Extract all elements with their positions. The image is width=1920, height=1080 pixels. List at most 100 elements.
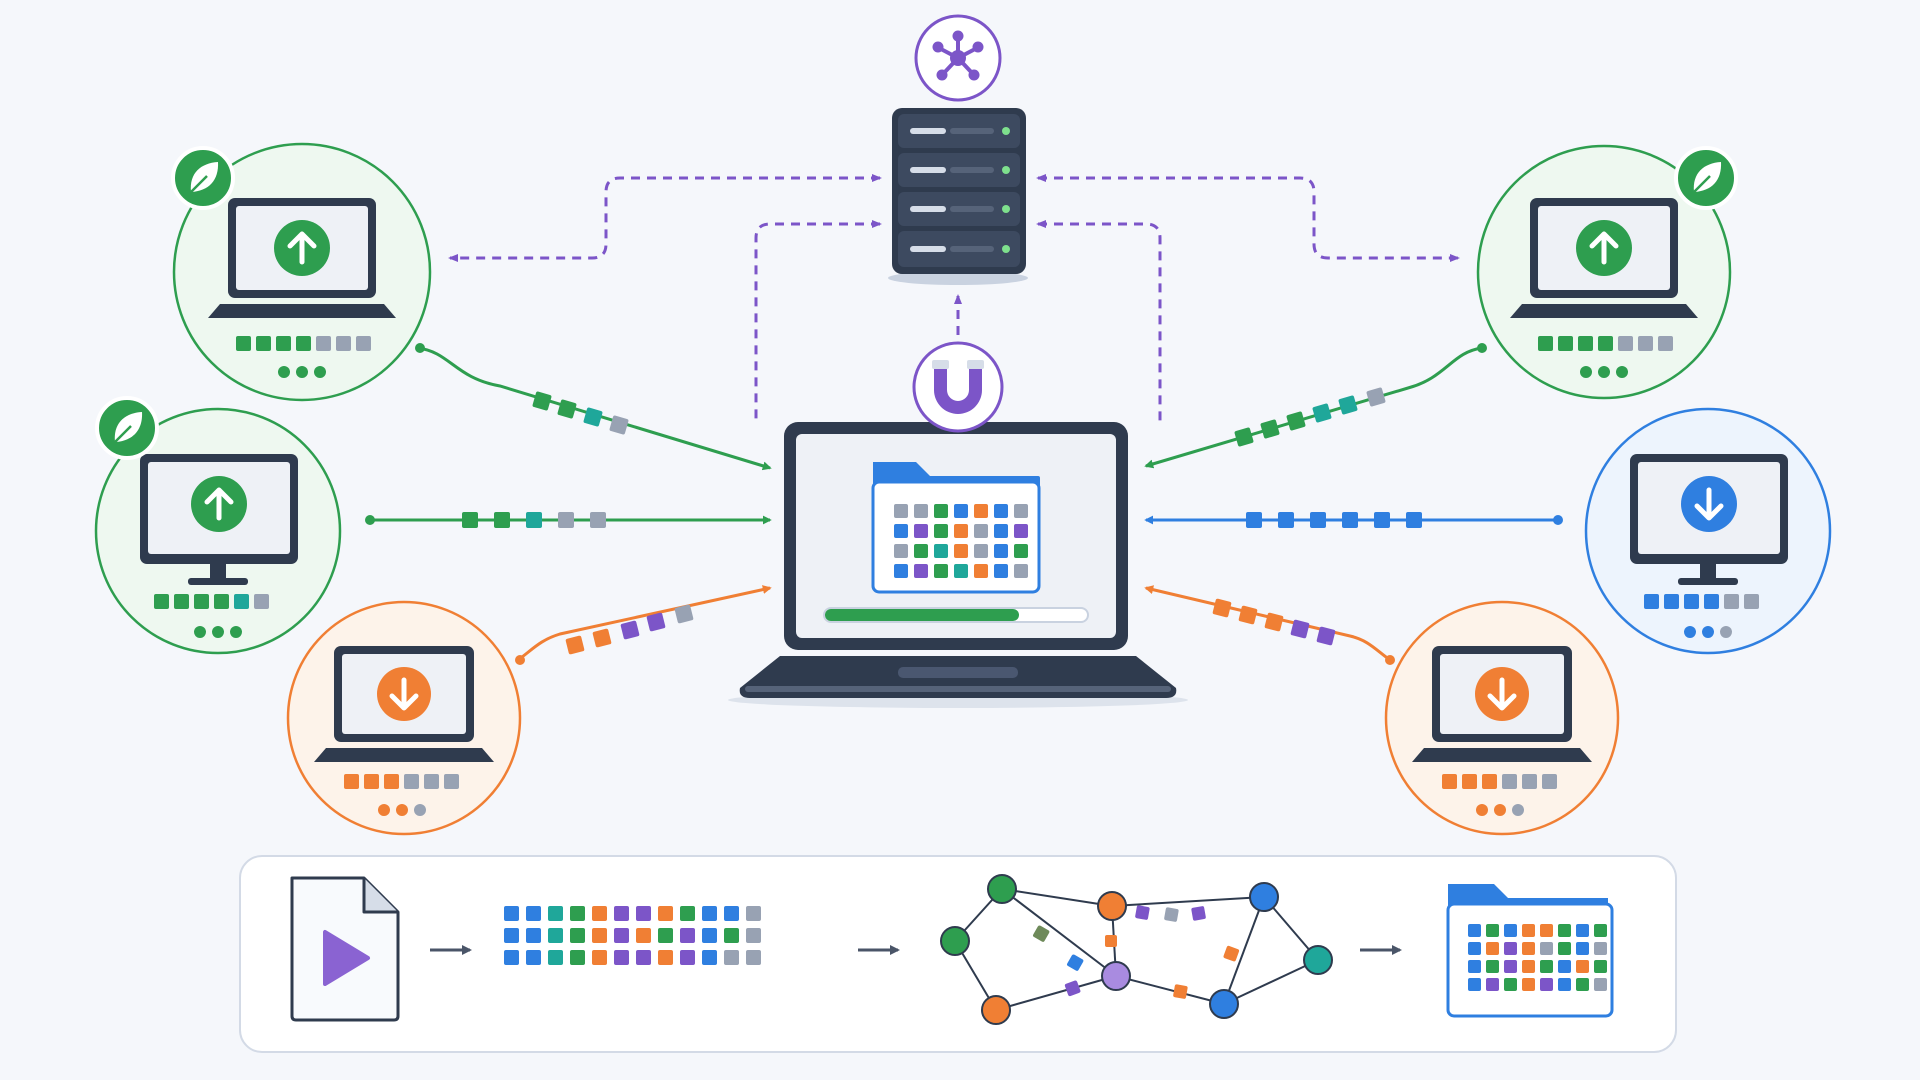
- file-piece: [1014, 564, 1028, 578]
- file-piece: [1486, 942, 1499, 955]
- file-piece: [1594, 978, 1607, 991]
- piece-in-transit: [565, 635, 585, 655]
- file-piece: [934, 524, 948, 538]
- piece-in-transit: [1286, 411, 1306, 431]
- file-piece: [548, 950, 563, 965]
- file-piece: [1504, 960, 1517, 973]
- file-piece: [724, 906, 739, 921]
- file-piece: [1594, 942, 1607, 955]
- status-dots: [278, 366, 326, 378]
- file-piece: [954, 504, 968, 518]
- tracker-link-top-right: [1036, 174, 1460, 262]
- status-dots: [1580, 366, 1628, 378]
- file-piece: [702, 928, 717, 943]
- status-dots: [194, 626, 242, 638]
- folder-icon: [871, 462, 1041, 594]
- file-piece: [1576, 960, 1589, 973]
- piece-in-transit: [1260, 419, 1280, 439]
- file-piece: [1540, 978, 1553, 991]
- file-piece: [658, 950, 673, 965]
- peer-leech-laptop-bottom-left[interactable]: [286, 600, 522, 836]
- arrow-up-icon: [191, 476, 247, 532]
- file-piece: [614, 906, 629, 921]
- file-piece: [1576, 978, 1589, 991]
- file-piece: [1540, 924, 1553, 937]
- piece-in-transit: [1406, 512, 1422, 528]
- client-laptop[interactable]: [728, 422, 1188, 708]
- piece-in-transit: [1316, 626, 1336, 646]
- piece-in-transit: [1234, 427, 1254, 447]
- file-piece: [1540, 960, 1553, 973]
- peer-seed-laptop-top-left[interactable]: [171, 142, 432, 402]
- file-piece: [702, 906, 717, 921]
- file-piece: [914, 544, 928, 558]
- piece-bitfield: [344, 774, 459, 789]
- file-piece: [746, 906, 761, 921]
- file-piece: [974, 504, 988, 518]
- piece-in-transit: [1342, 512, 1358, 528]
- file-piece: [1468, 942, 1481, 955]
- transfer-line-bottom-left: [517, 585, 772, 662]
- piece-in-transit: [1290, 619, 1310, 639]
- piece-in-transit: [590, 512, 606, 528]
- file-piece: [570, 950, 585, 965]
- file-piece: [894, 564, 908, 578]
- piece-in-transit: [646, 612, 666, 632]
- folder-icon[interactable]: [1446, 884, 1614, 1018]
- file-piece: [1014, 544, 1028, 558]
- file-piece: [914, 504, 928, 518]
- file-piece: [894, 504, 908, 518]
- arrow-down-icon: [1475, 667, 1529, 721]
- tracker-link-client-left: [754, 220, 882, 424]
- peer-seed-desktop-mid-left[interactable]: [94, 396, 342, 655]
- file-piece: [702, 950, 717, 965]
- tracker-links: [448, 174, 1460, 424]
- file-piece: [614, 928, 629, 943]
- file-piece: [1558, 960, 1571, 973]
- file-piece: [1504, 978, 1517, 991]
- leaf-icon: [1674, 146, 1738, 210]
- file-piece: [1540, 942, 1553, 955]
- file-piece: [994, 544, 1008, 558]
- file-piece: [658, 928, 673, 943]
- piece-in-transit: [462, 512, 478, 528]
- file-piece: [1576, 924, 1589, 937]
- piece-in-transit: [583, 407, 603, 427]
- file-piece: [526, 950, 541, 965]
- piece-in-transit: [1246, 512, 1262, 528]
- transfer-line-top-right: [1144, 346, 1483, 469]
- file-piece: [592, 950, 607, 965]
- file-piece: [746, 950, 761, 965]
- peer-seed-laptop-top-right[interactable]: [1476, 144, 1738, 400]
- piece-in-transit: [620, 620, 640, 640]
- file-piece: [994, 524, 1008, 538]
- tracker-link-client-right: [1036, 220, 1162, 424]
- magnet-icon[interactable]: [912, 341, 1004, 433]
- file-piece: [994, 564, 1008, 578]
- status-dots: [1476, 804, 1524, 816]
- peer-leech-laptop-bottom-right[interactable]: [1384, 600, 1620, 836]
- client-file-pieces: [894, 504, 1028, 578]
- piece-in-transit: [558, 512, 574, 528]
- file-piece: [548, 906, 563, 921]
- file-piece: [724, 928, 739, 943]
- file-piece: [1558, 924, 1571, 937]
- piece-in-transit: [1366, 387, 1386, 407]
- file-piece: [504, 950, 519, 965]
- piece-in-transit: [526, 512, 542, 528]
- file-piece: [914, 564, 928, 578]
- piece-in-transit: [532, 391, 552, 411]
- file-piece: [974, 544, 988, 558]
- file-piece: [614, 950, 629, 965]
- piece-in-transit: [494, 512, 510, 528]
- file-piece: [1576, 942, 1589, 955]
- peer-swarm-graph: [940, 874, 1333, 1025]
- file-piece: [1522, 924, 1535, 937]
- tracker-server[interactable]: [888, 108, 1028, 285]
- peer-desktop-mid-right[interactable]: [1584, 407, 1832, 655]
- file-piece: [680, 928, 695, 943]
- file-piece: [1486, 960, 1499, 973]
- arrow-down-icon: [1681, 476, 1737, 532]
- video-file-icon[interactable]: [290, 876, 400, 1022]
